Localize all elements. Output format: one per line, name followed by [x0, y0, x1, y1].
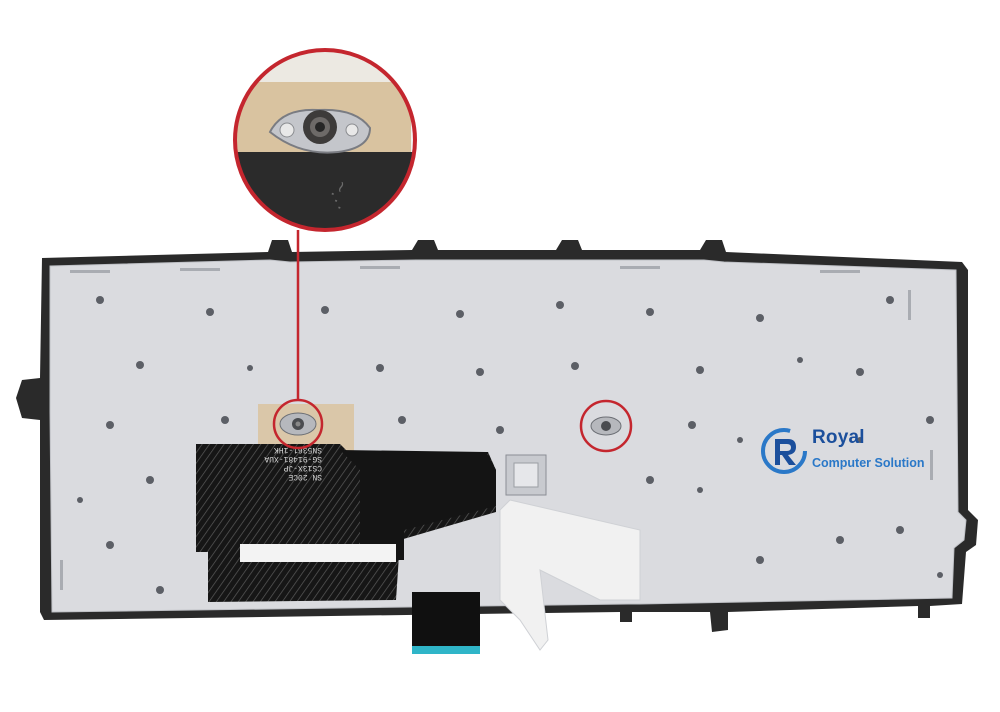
- cable-markings: SN 20CE CS13X-JP SG-91481-XUA SN5361-1HK: [264, 445, 322, 481]
- highlight-circle-right: [579, 399, 633, 453]
- ribbon-white-strip: [240, 544, 396, 562]
- center-screw: [279, 412, 317, 436]
- logo-name: Royal: [812, 427, 865, 448]
- zoom-inset-border: [233, 48, 417, 232]
- royal-r-icon: [761, 428, 807, 474]
- svg-text:CS13X-JP: CS13X-JP: [283, 463, 322, 472]
- company-logo: Royal Computer Solution: [760, 425, 960, 485]
- connector-inner: [513, 462, 539, 488]
- white-flex-cable: [499, 499, 641, 651]
- svg-text:SN 20CE: SN 20CE: [288, 472, 322, 481]
- right-screw: [590, 416, 622, 436]
- svg-text:SN5361-1HK: SN5361-1HK: [274, 445, 322, 454]
- ribbon-tail-contacts: [412, 646, 480, 654]
- plate-holes: [77, 296, 943, 594]
- ribbon-tail: [412, 592, 480, 654]
- zoom-inset: ⋰∼: [235, 50, 415, 230]
- plate-slots: [60, 266, 933, 590]
- svg-text:SG-91481-XUA: SG-91481-XUA: [264, 454, 322, 463]
- logo-subtitle: Computer Solution: [812, 456, 925, 470]
- ribbon-cable-solid: [340, 450, 496, 560]
